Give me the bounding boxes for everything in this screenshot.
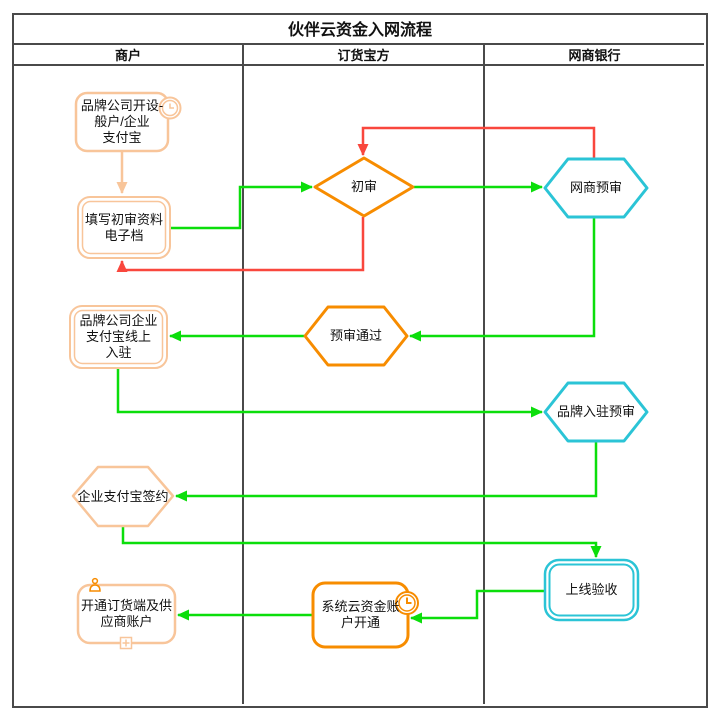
diagram-title: 伙伴云资金入网流程	[287, 22, 432, 39]
clock-icon	[395, 591, 419, 615]
edge-bankreview-back-firstreview	[357, 126, 596, 158]
node-first-review-shape[interactable]	[313, 156, 415, 218]
node-open-alipay-label: 品牌公司开设- 般户/企业 支付宝	[80, 98, 164, 145]
edge-brandreview-to-sign	[175, 442, 598, 502]
lane-divider-1	[242, 45, 244, 704]
node-brand-entry-review-shape[interactable]	[543, 381, 649, 443]
node-alipay-sign-label: 企业支付宝签约	[77, 488, 169, 504]
node-fill-material-inner	[81, 200, 167, 255]
edge-bankreview-to-prepass	[409, 218, 596, 342]
node-alipay-sign-shape[interactable]	[71, 465, 175, 528]
node-bank-pre-review-label: 网商预审	[569, 180, 622, 195]
node-pre-review-pass-label: 预审通过	[329, 328, 382, 343]
node-online-accept-label: 上线验收	[565, 582, 618, 597]
lane-divider-2	[483, 45, 485, 704]
node-fill-material-shape[interactable]	[77, 196, 171, 259]
node-online-entry-shape[interactable]	[69, 305, 168, 369]
edge-sign-to-accept	[121, 527, 602, 558]
lane-header-merchant: 商户	[114, 47, 141, 63]
edge-entry-to-brandreview	[116, 369, 543, 418]
node-online-accept-shape[interactable]	[543, 558, 640, 622]
node-first-review-label: 初审	[350, 179, 377, 194]
node-sys-account-shape[interactable]	[311, 581, 410, 649]
node-open-alipay-shape[interactable]	[74, 91, 170, 153]
lane-header-bank: 网商银行	[568, 47, 621, 63]
node-online-entry-inner	[73, 309, 164, 365]
lane-header-dinghuobao: 订货宝方	[337, 47, 390, 63]
edge-firstreview-back-fill	[116, 217, 365, 272]
clock-icon	[158, 96, 182, 120]
diagram-frame	[12, 13, 708, 708]
node-bank-pre-review-shape[interactable]	[543, 157, 649, 219]
edge-fill-to-firstreview	[170, 181, 313, 230]
edge-accept-to-sysaccount	[410, 589, 544, 624]
header-divider	[12, 64, 704, 66]
node-online-accept-inner	[548, 563, 635, 617]
node-pre-review-pass-shape[interactable]	[303, 305, 409, 367]
person-icon	[89, 577, 101, 592]
node-open-channel-label: 开通订货端及供 应商账户	[80, 598, 172, 629]
node-fill-material-label: 填写初审资料 电子档	[84, 211, 163, 243]
title-divider	[12, 43, 704, 45]
node-sys-account-label: 系统云资金账 户开通	[321, 599, 400, 630]
node-online-entry-label: 品牌公司企业 支付宝线上 入驻	[79, 313, 158, 360]
expand-plus-icon[interactable]	[119, 636, 133, 650]
node-brand-entry-review-label: 品牌入驻预审	[556, 404, 635, 419]
